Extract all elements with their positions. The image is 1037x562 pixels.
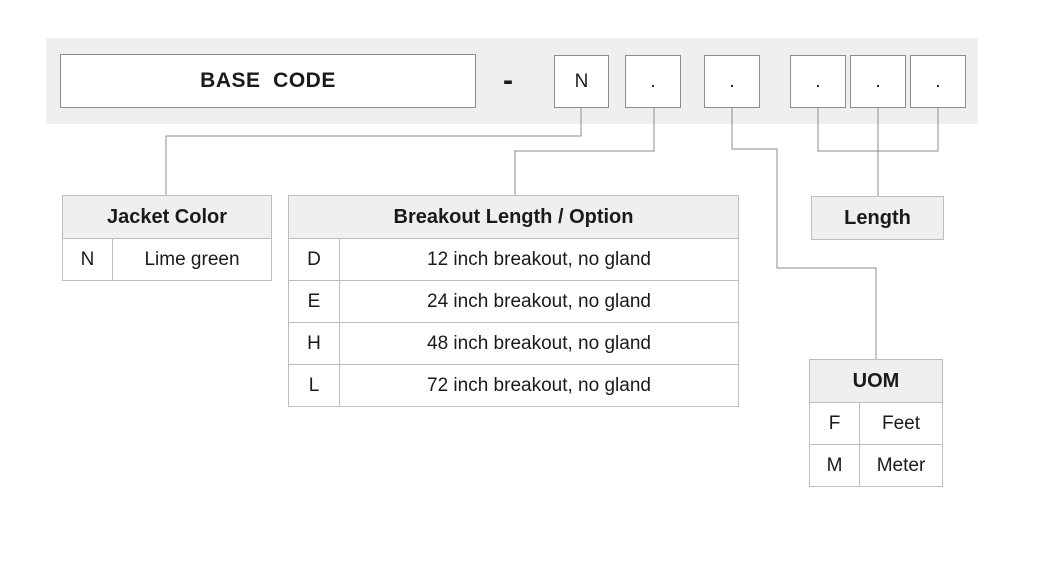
- breakout-table: Breakout Length / Option D 12 inch break…: [288, 195, 739, 407]
- jacket-color-table: Jacket Color N Lime green: [62, 195, 272, 281]
- length-header: Length: [811, 196, 944, 240]
- breakout-slot-value: .: [650, 70, 656, 92]
- jacket-color-slot-value: N: [574, 70, 589, 92]
- uom-code: M: [809, 444, 860, 487]
- length-slot-2-value: .: [875, 70, 881, 92]
- connector-uom: [731, 108, 877, 360]
- table-row: L 72 inch breakout, no gland: [288, 364, 739, 407]
- length-slot-1-value: .: [815, 70, 821, 92]
- uom-slot: .: [704, 55, 760, 108]
- uom-label: Meter: [859, 444, 943, 487]
- breakout-code: H: [288, 322, 340, 365]
- table-row: H 48 inch breakout, no gland: [288, 322, 739, 365]
- breakout-label: 48 inch breakout, no gland: [339, 322, 739, 365]
- uom-label: Feet: [859, 402, 943, 445]
- uom-header: UOM: [809, 359, 943, 403]
- uom-slot-value: .: [729, 70, 735, 92]
- uom-code: F: [809, 402, 860, 445]
- table-row: E 24 inch breakout, no gland: [288, 280, 739, 323]
- base-code-box: BASE CODE: [60, 54, 476, 108]
- length-slot-2: .: [850, 55, 906, 108]
- length-slot-3: .: [910, 55, 966, 108]
- breakout-code: L: [288, 364, 340, 407]
- table-row: M Meter: [809, 444, 943, 487]
- breakout-label: 12 inch breakout, no gland: [339, 238, 739, 281]
- base-code-label: BASE CODE: [200, 69, 336, 92]
- length-slot-3-value: .: [935, 70, 941, 92]
- table-row: N Lime green: [62, 238, 272, 281]
- connector-breakout: [514, 108, 655, 196]
- jacket-label: Lime green: [112, 238, 272, 281]
- breakout-label: 24 inch breakout, no gland: [339, 280, 739, 323]
- length-slot-1: .: [790, 55, 846, 108]
- breakout-label: 72 inch breakout, no gland: [339, 364, 739, 407]
- table-row: D 12 inch breakout, no gland: [288, 238, 739, 281]
- separator-dash: -: [503, 64, 513, 97]
- jacket-code: N: [62, 238, 113, 281]
- jacket-color-header: Jacket Color: [62, 195, 272, 239]
- table-row: F Feet: [809, 402, 943, 445]
- connector-jacket-color: [165, 108, 582, 196]
- length-table: Length: [811, 196, 944, 240]
- breakout-header: Breakout Length / Option: [288, 195, 739, 239]
- uom-table: UOM F Feet M Meter: [809, 359, 943, 487]
- breakout-slot: .: [625, 55, 681, 108]
- jacket-color-slot: N: [554, 55, 609, 108]
- breakout-code: E: [288, 280, 340, 323]
- breakout-code: D: [288, 238, 340, 281]
